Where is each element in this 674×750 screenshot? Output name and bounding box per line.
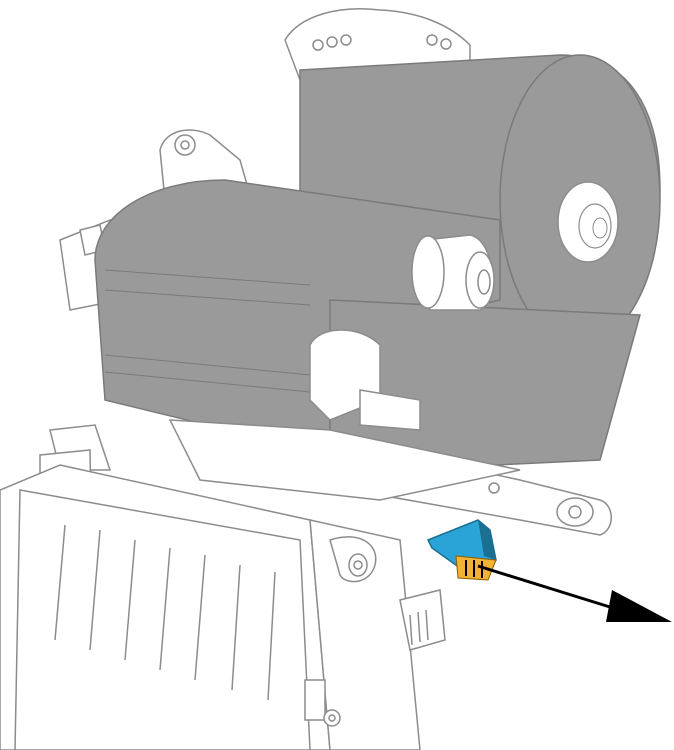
printer-front-door	[0, 424, 446, 750]
blue-lever-icon	[426, 519, 497, 581]
take-up-spindle	[411, 234, 495, 311]
pull-arrow-icon	[477, 564, 672, 622]
printhead-assembly	[168, 329, 612, 536]
